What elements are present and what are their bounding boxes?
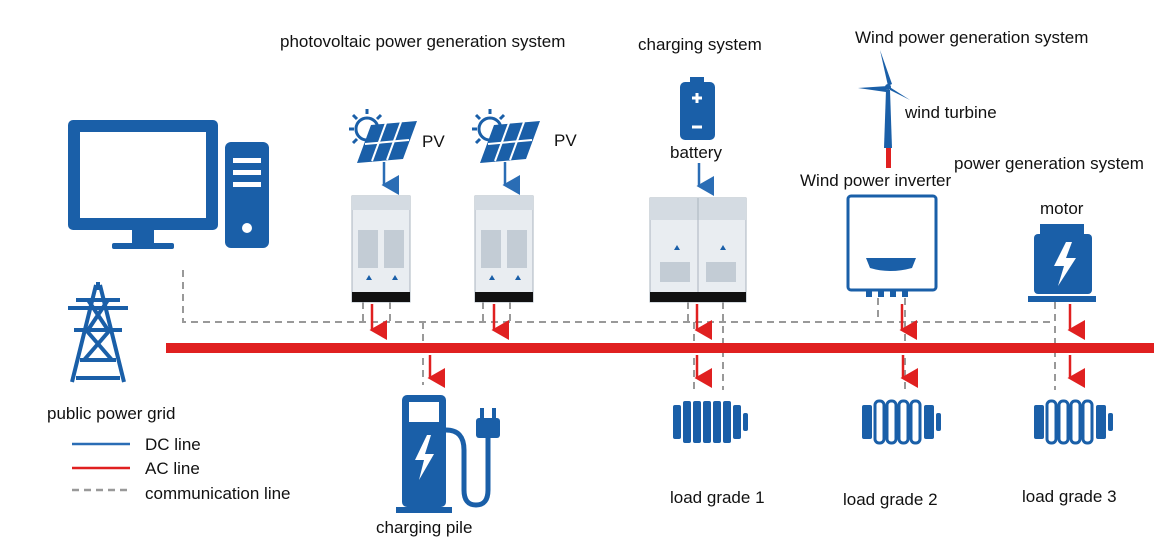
pv1-label: PV: [422, 132, 445, 151]
legend-dc-label: DC line: [145, 435, 201, 454]
pv-cabinet-icon: [351, 195, 747, 303]
computer-icon: [68, 120, 269, 249]
ac-arrows: [369, 304, 1085, 388]
ac-bus-line: [166, 343, 1154, 353]
charging-pile-label: charging pile: [376, 518, 473, 537]
charging-system-label: charging system: [638, 35, 762, 54]
load-grade-1-label: load grade 1: [670, 488, 765, 507]
load-icon: [673, 399, 1113, 445]
motor-label: motor: [1040, 199, 1084, 218]
battery-icon: [680, 77, 715, 140]
load-grade-2-label: load grade 2: [843, 490, 938, 509]
load-grade-3-label: load grade 3: [1022, 487, 1117, 506]
solar-panel-icon: [349, 109, 540, 163]
inverter-icon: [846, 194, 938, 297]
wind-turbine-icon: [858, 50, 910, 168]
charging-pile-icon: [396, 395, 500, 513]
legend-comm-label: communication line: [145, 484, 291, 503]
wind-system-label: Wind power generation system: [855, 28, 1089, 47]
battery-label: battery: [670, 143, 722, 162]
wind-turbine-label: wind turbine: [905, 103, 997, 122]
power-generation-system-label: power generation system: [954, 154, 1144, 173]
pv-system-label: photovoltaic power generation system: [280, 32, 566, 51]
legend-ac-label: AC line: [145, 459, 200, 478]
transmission-tower-icon: [68, 282, 128, 383]
public-grid-label: public power grid: [47, 404, 176, 423]
motor-icon: [1028, 224, 1096, 302]
dc-arrows: [381, 162, 714, 196]
legend-lines: [72, 442, 130, 492]
pv2-label: PV: [554, 131, 577, 150]
wind-inverter-label: Wind power inverter: [800, 171, 952, 190]
